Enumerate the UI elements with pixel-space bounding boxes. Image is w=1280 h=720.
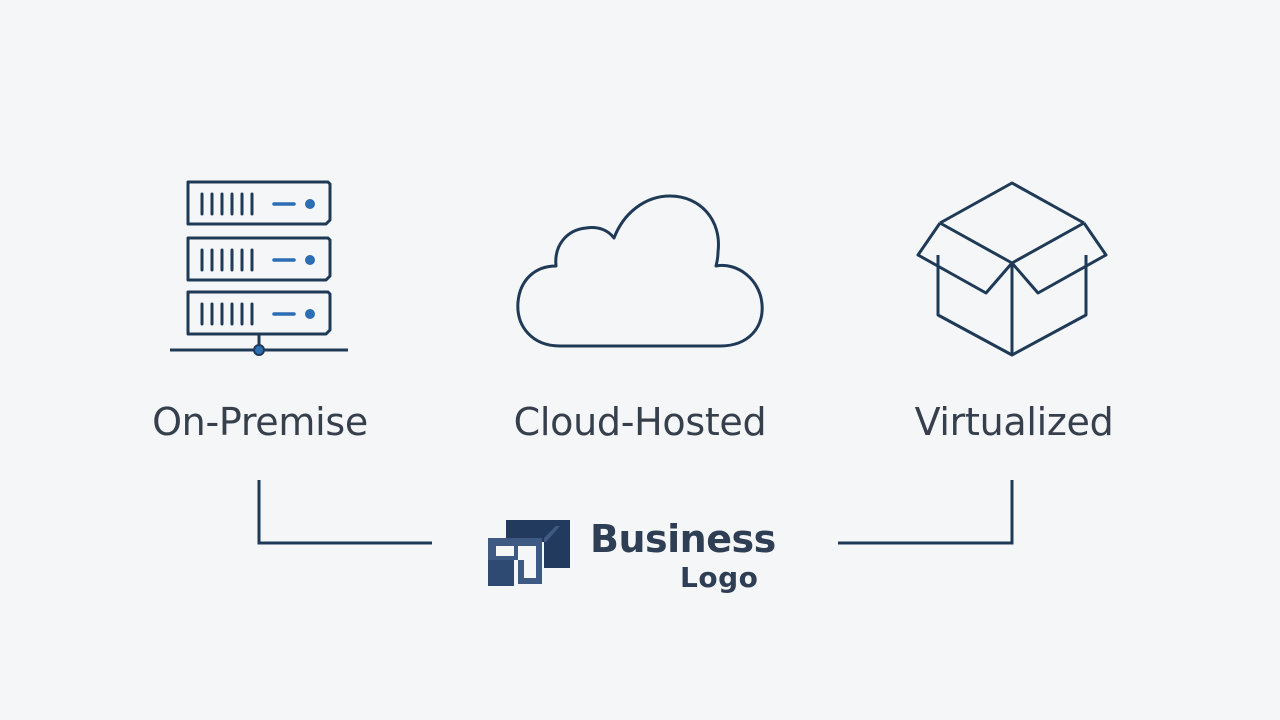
- cloud-icon: [516, 194, 764, 348]
- open-box-icon: [916, 181, 1108, 357]
- option-label-on-premise: On-Premise: [152, 400, 368, 444]
- option-label-virtualized: Virtualized: [914, 400, 1114, 444]
- logo-text-secondary: Logo: [680, 561, 759, 594]
- option-label-cloud-hosted: Cloud-Hosted: [513, 400, 767, 444]
- server-rack-icon: [170, 180, 348, 356]
- connector-lines: [257, 480, 1014, 545]
- logo-mark-icon: [488, 520, 570, 586]
- logo-text-primary: Business: [590, 517, 776, 561]
- connector-right: [838, 480, 1014, 545]
- connector-left: [257, 480, 432, 545]
